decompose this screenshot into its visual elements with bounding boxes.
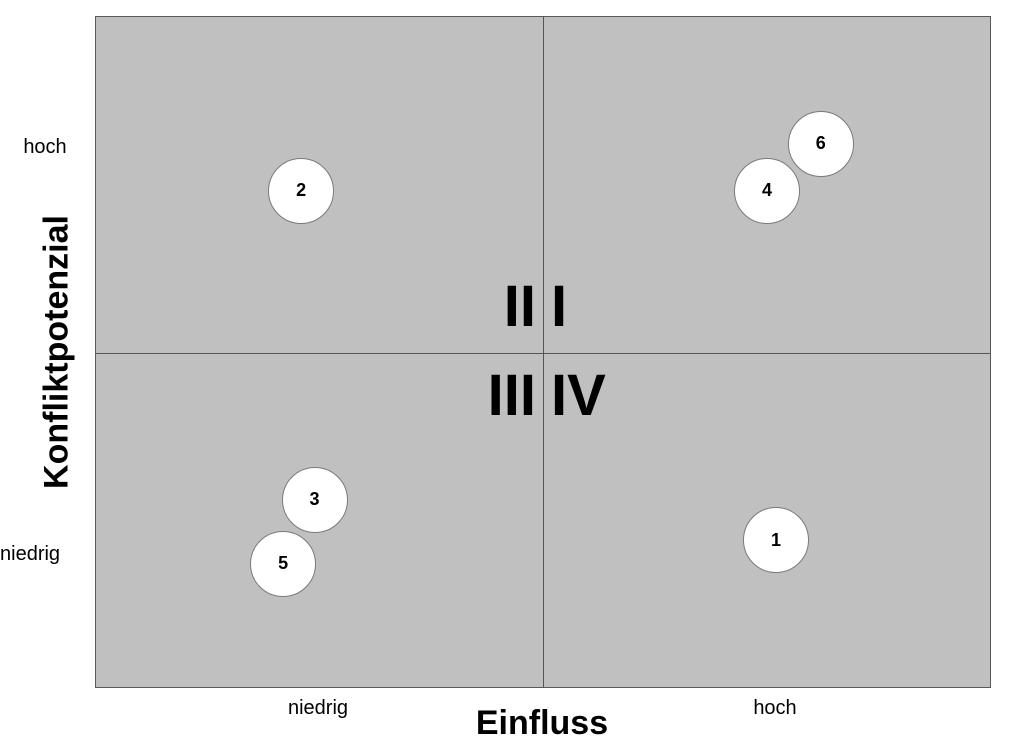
x-tick-low: niedrig bbox=[287, 697, 349, 719]
stakeholder-marker-5: 5 bbox=[250, 530, 317, 597]
vertical-divider bbox=[543, 17, 544, 687]
quadrant-label-ii: II bbox=[503, 274, 536, 339]
horizontal-divider bbox=[96, 353, 990, 354]
stakeholder-marker-1: 1 bbox=[742, 507, 809, 574]
y-axis-title: Konfliktpotenzial bbox=[37, 215, 76, 489]
stakeholder-marker-6: 6 bbox=[787, 110, 854, 177]
stakeholder-marker-3: 3 bbox=[281, 466, 348, 533]
stakeholder-marker-2: 2 bbox=[268, 157, 335, 224]
x-tick-high: hoch bbox=[753, 697, 797, 719]
y-tick-high: hoch bbox=[23, 136, 67, 158]
y-tick-low: niedrig bbox=[0, 543, 61, 565]
quadrant-label-i: I bbox=[551, 274, 568, 339]
matrix-plot-area bbox=[95, 16, 991, 688]
quadrant-label-iv: IV bbox=[551, 363, 606, 428]
x-axis-title: Einfluss bbox=[475, 704, 609, 742]
quadrant-label-iii: III bbox=[487, 363, 536, 428]
stakeholder-marker-4: 4 bbox=[734, 157, 800, 224]
